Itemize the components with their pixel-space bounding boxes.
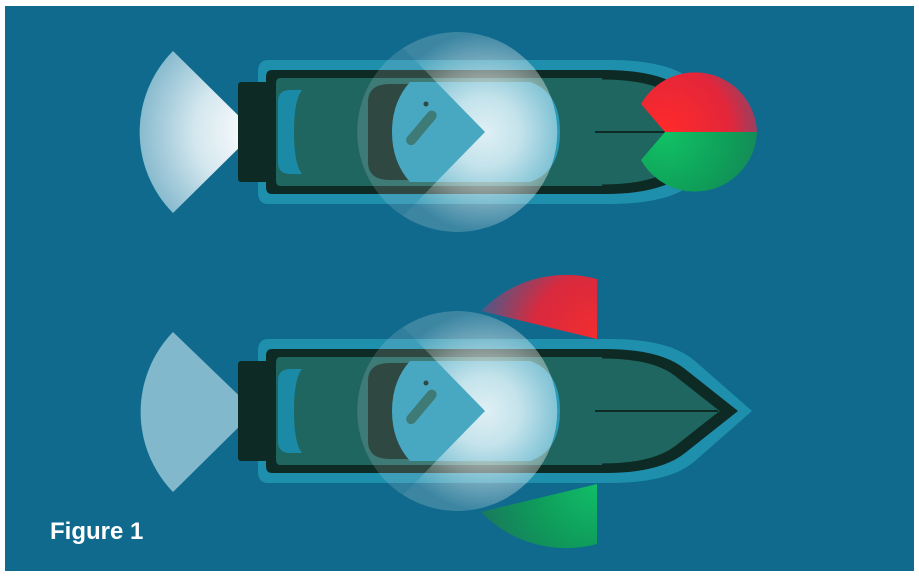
boat-lights-diagram [5,6,914,571]
masthead-light-top [357,32,557,232]
figure-caption: Figure 1 [50,518,143,546]
masthead-light-bottom [357,311,557,511]
diagram-canvas [5,6,914,571]
